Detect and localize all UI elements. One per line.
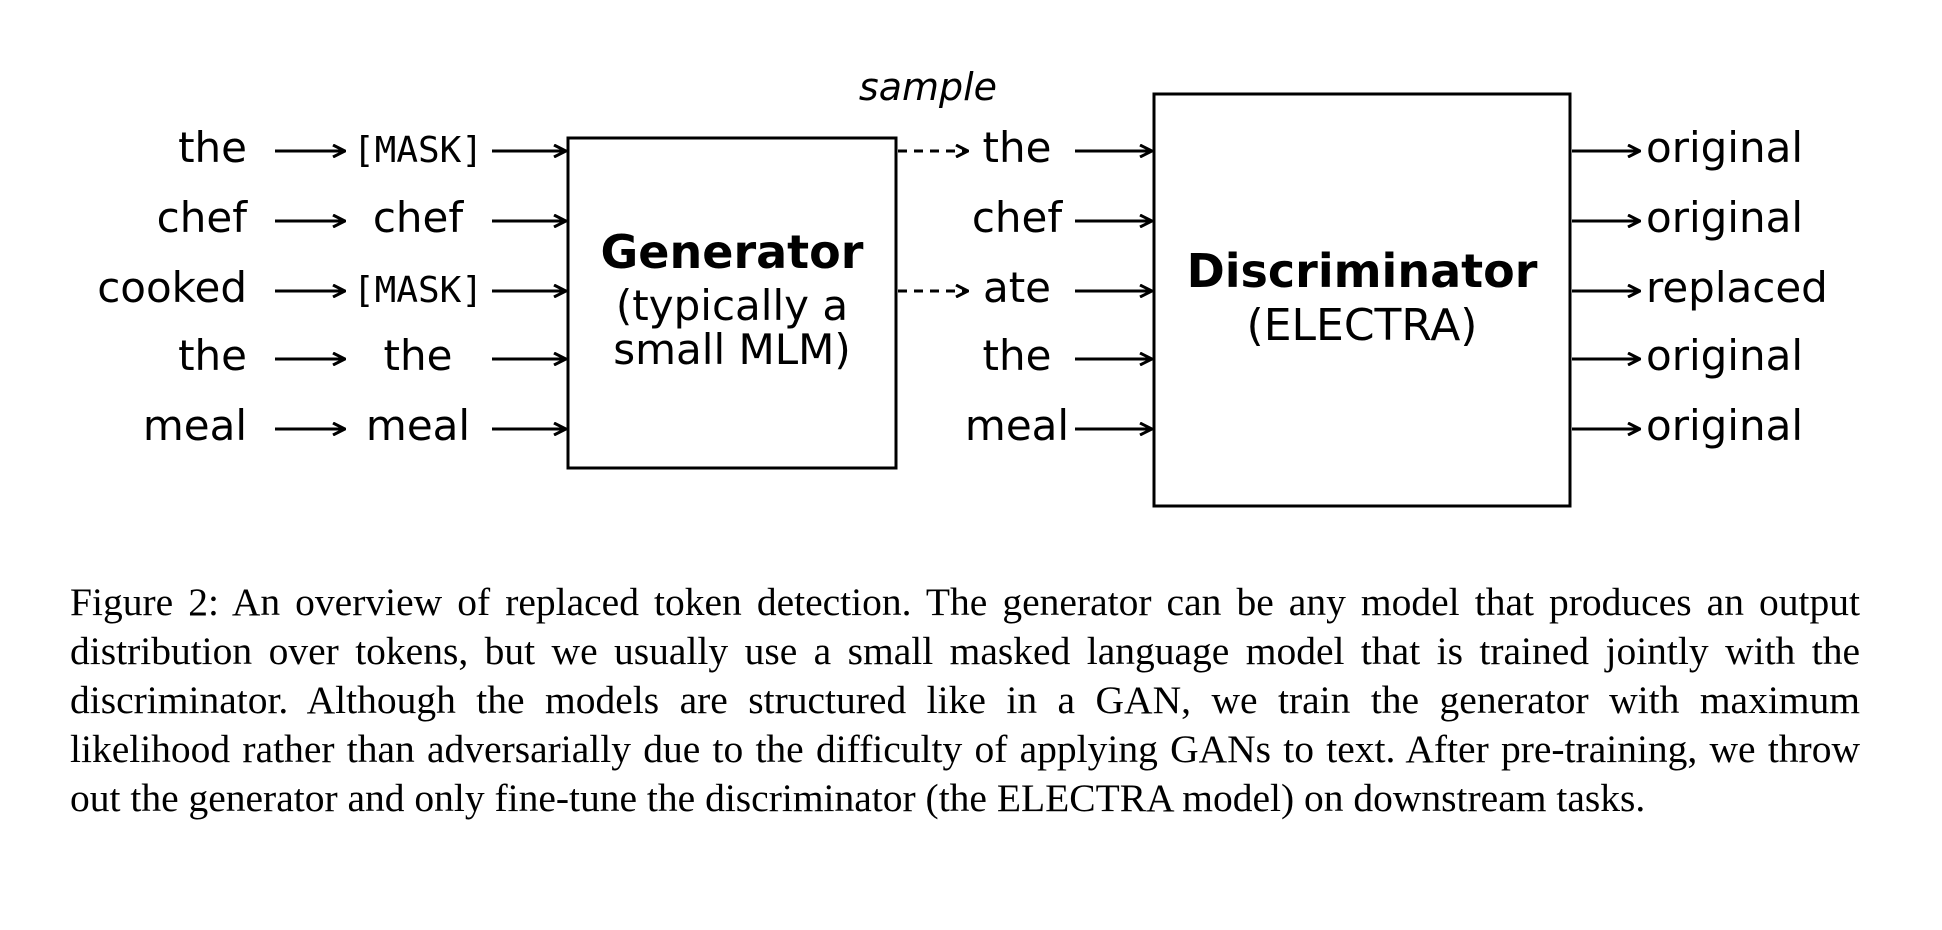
figure-caption: Figure 2: An overview of replaced token … [70, 580, 1860, 820]
output-label: original [1646, 331, 1803, 380]
generator-subtitle-line1: (typically a [616, 281, 848, 330]
discriminator-box [1152, 92, 1572, 508]
output-label: replaced [1646, 263, 1828, 312]
sampled-token: the [983, 331, 1052, 380]
replaced-token-detection-diagram: sample Generator (typically a small MLM)… [97, 65, 1828, 508]
input-token: the [178, 123, 247, 172]
generator-box [566, 136, 898, 470]
discriminator-title: Discriminator [1187, 244, 1538, 298]
input-token: cooked [97, 263, 247, 312]
sample-label: sample [859, 65, 997, 109]
masked-token: [MASK] [353, 270, 483, 311]
masked-token: the [384, 331, 453, 380]
generator-title: Generator [601, 225, 864, 279]
generator-subtitle-line2: small MLM) [613, 325, 850, 374]
input-token: meal [143, 401, 247, 450]
output-label: original [1646, 123, 1803, 172]
input-token: chef [157, 193, 249, 242]
output-label: original [1646, 401, 1803, 450]
sampled-token: ate [983, 263, 1051, 312]
discriminator-subtitle: (ELECTRA) [1247, 300, 1478, 351]
output-label: original [1646, 193, 1803, 242]
sampled-token: the [983, 123, 1052, 172]
masked-token: [MASK] [353, 130, 483, 171]
sampled-token: chef [972, 193, 1064, 242]
sampled-token: meal [965, 401, 1069, 450]
input-token: the [178, 331, 247, 380]
masked-token: chef [373, 193, 465, 242]
masked-token: meal [366, 401, 470, 450]
